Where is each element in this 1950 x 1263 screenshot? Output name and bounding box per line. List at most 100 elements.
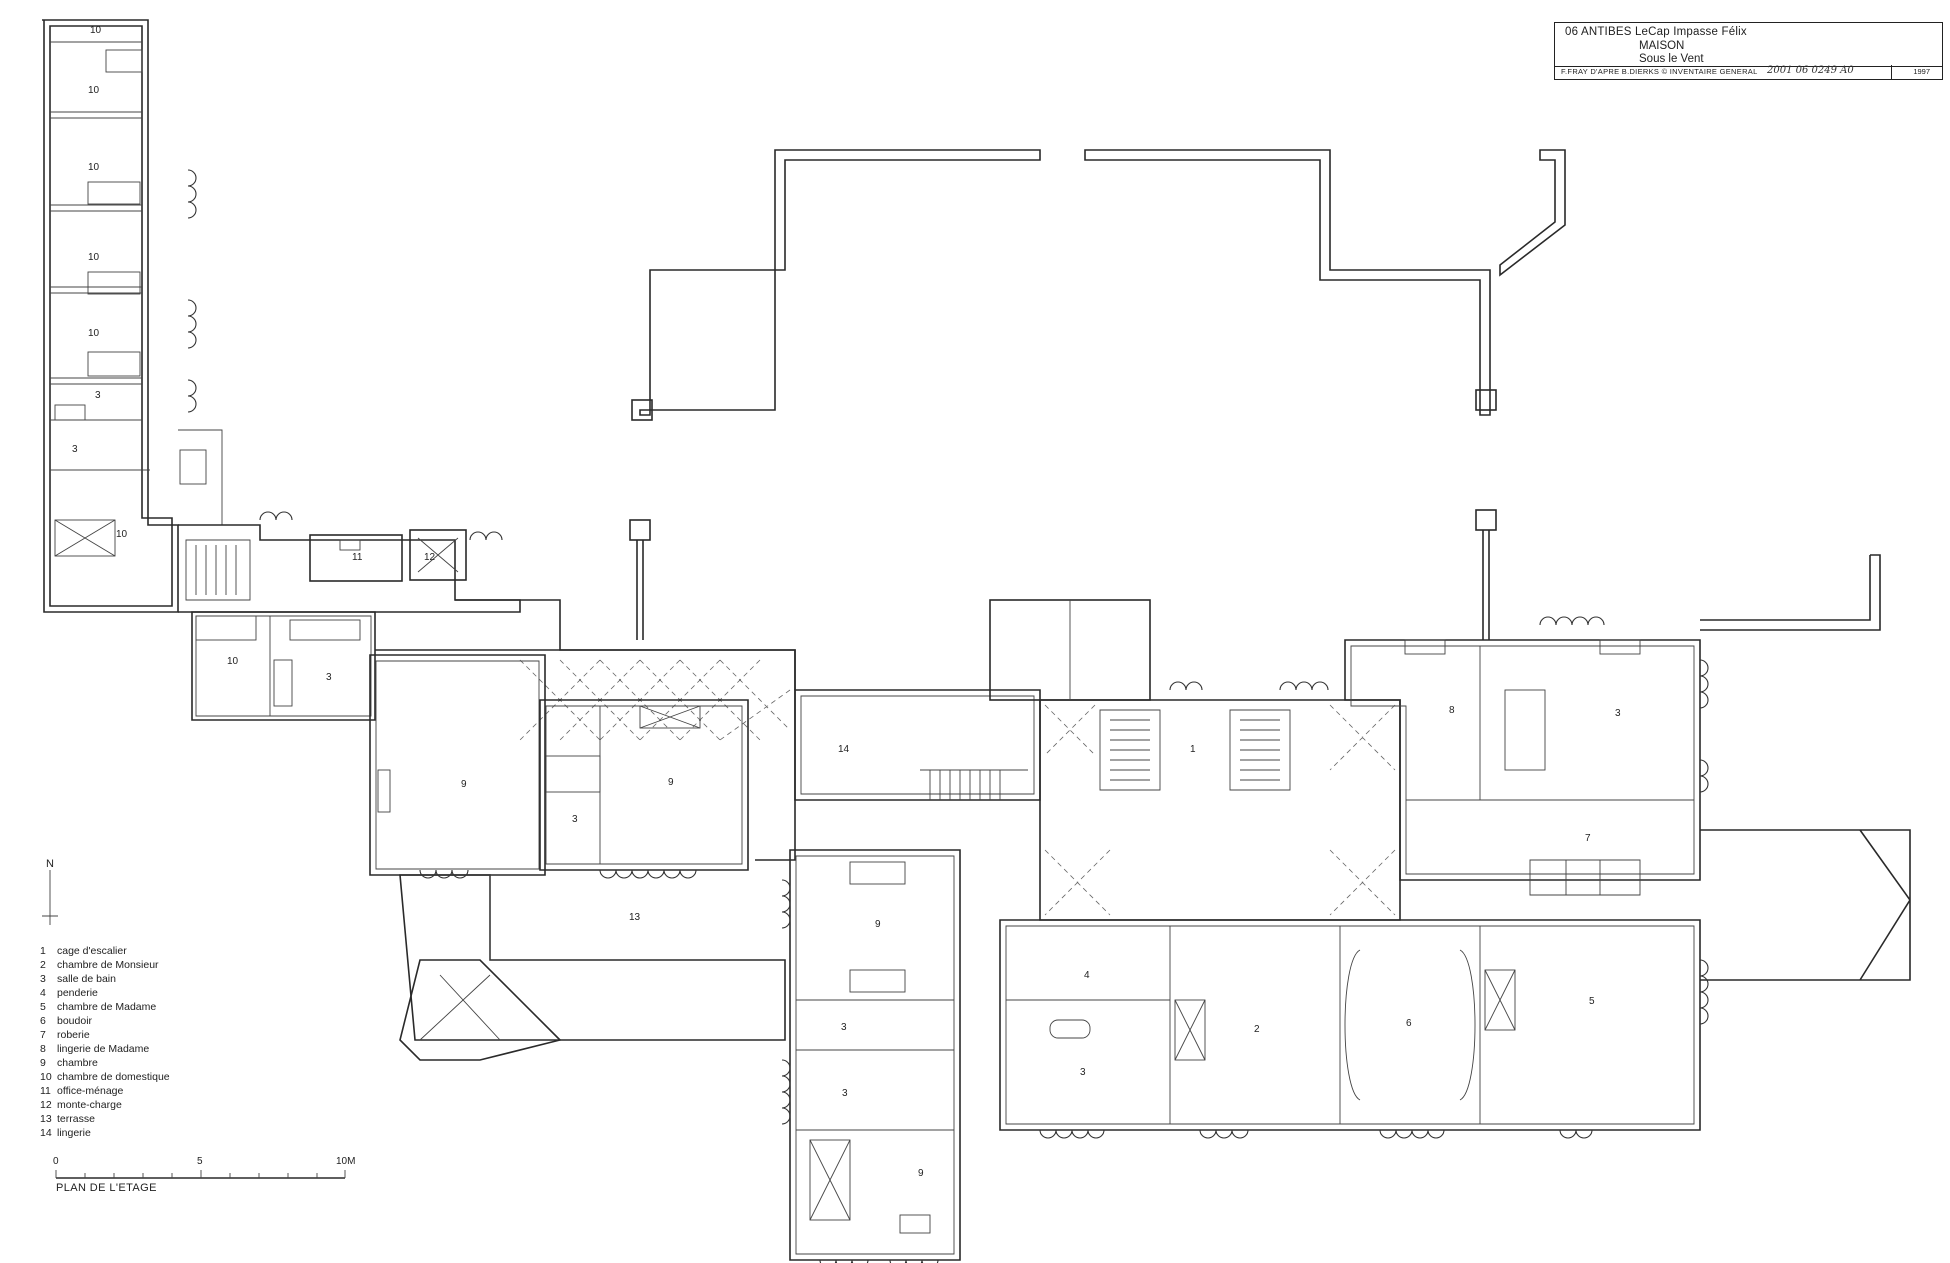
legend-number: 6 bbox=[40, 1015, 46, 1027]
title-line-3: Sous le Vent bbox=[1639, 53, 1704, 65]
west-bedrooms bbox=[369, 654, 749, 876]
legend-row: 9 chambre bbox=[40, 1056, 170, 1070]
scale-mid-label: 5 bbox=[197, 1156, 203, 1167]
year-label: 1997 bbox=[1913, 67, 1930, 76]
servant-wing bbox=[42, 19, 223, 613]
scale-bar bbox=[55, 1170, 346, 1179]
legend-row: 1 cage d'escalier bbox=[40, 944, 170, 958]
legend-row: 11 office-ménage bbox=[40, 1084, 170, 1098]
legend-row: 5 chambre de Madame bbox=[40, 1000, 170, 1014]
legend-row: 4 penderie bbox=[40, 986, 170, 1000]
legend-number: 12 bbox=[40, 1099, 52, 1111]
room-label: 3 bbox=[326, 672, 332, 683]
legend-label: cage d'escalier bbox=[57, 945, 127, 957]
room-label: 3 bbox=[1080, 1067, 1086, 1078]
reference-number: 2001 06 0249 A0 bbox=[1767, 65, 1854, 76]
room-label: 1 bbox=[1190, 744, 1196, 755]
room-label: 10 bbox=[116, 529, 128, 540]
room-label: 3 bbox=[572, 814, 578, 825]
plan-caption: PLAN DE L'ETAGE bbox=[56, 1182, 157, 1194]
title-line-2: MAISON bbox=[1639, 40, 1685, 52]
legend-number: 13 bbox=[40, 1113, 52, 1125]
legend-number: 3 bbox=[40, 973, 46, 985]
legend-label: lingerie bbox=[57, 1127, 91, 1139]
room-label: 3 bbox=[842, 1088, 848, 1099]
scale-zero-label: 0 bbox=[53, 1156, 59, 1167]
legend-number: 2 bbox=[40, 959, 46, 971]
room-label: 9 bbox=[918, 1168, 924, 1179]
legend-number: 4 bbox=[40, 987, 46, 999]
room-label: 2 bbox=[1254, 1024, 1260, 1035]
room-label: 7 bbox=[1585, 833, 1591, 844]
east-block bbox=[1344, 639, 1701, 896]
legend-number: 9 bbox=[40, 1057, 46, 1069]
legend-label: chambre de Madame bbox=[57, 1001, 157, 1013]
legend-label: lingerie de Madame bbox=[57, 1043, 150, 1055]
legend-label: boudoir bbox=[57, 1015, 93, 1027]
legend-label: roberie bbox=[57, 1029, 90, 1041]
room-label: 3 bbox=[72, 444, 78, 455]
room-label: 13 bbox=[629, 912, 641, 923]
legend-number: 7 bbox=[40, 1029, 46, 1041]
legend-row: 6 boudoir bbox=[40, 1014, 170, 1028]
legend-label: terrasse bbox=[57, 1113, 95, 1125]
room-label: 11 bbox=[352, 552, 363, 563]
terrace-13 bbox=[399, 874, 786, 1061]
legend-number: 8 bbox=[40, 1043, 46, 1055]
room-label: 10 bbox=[227, 656, 239, 667]
legend-row: 8 lingerie de Madame bbox=[40, 1042, 170, 1056]
legend-row: 13 terrasse bbox=[40, 1112, 170, 1126]
room-label: 10 bbox=[90, 25, 102, 36]
room-label: 6 bbox=[1406, 1018, 1412, 1029]
room-label: 10 bbox=[88, 85, 100, 96]
footer-divider bbox=[1891, 65, 1892, 79]
north-arrow: N bbox=[42, 858, 58, 925]
room-label: 9 bbox=[461, 779, 467, 790]
legend-row: 2 chambre de Monsieur bbox=[40, 958, 170, 972]
landscaping bbox=[187, 169, 1709, 1263]
room-label: 14 bbox=[838, 744, 850, 755]
service-link bbox=[178, 524, 796, 690]
room-label: 4 bbox=[1084, 970, 1090, 981]
room-label: 3 bbox=[95, 390, 101, 401]
room-label: 5 bbox=[1589, 996, 1595, 1007]
legend-label: chambre de domestique bbox=[57, 1071, 170, 1083]
legend-number: 11 bbox=[40, 1085, 51, 1097]
legend-row: 7 roberie bbox=[40, 1028, 170, 1042]
room-label: 9 bbox=[668, 777, 674, 788]
north-label: N bbox=[46, 858, 54, 870]
legend-label: chambre bbox=[57, 1057, 98, 1069]
gallery bbox=[375, 649, 796, 861]
title-line-1: 06 ANTIBES LeCap Impasse Félix bbox=[1565, 26, 1747, 38]
room-labels: 10 10 10 10 10 3 3 10 11 12 10 3 9 9 3 1… bbox=[72, 25, 1621, 1179]
legend-label: monte-charge bbox=[57, 1099, 122, 1111]
pergola-outline bbox=[629, 149, 1911, 981]
room-label: 8 bbox=[1449, 705, 1455, 716]
legend-label: chambre de Monsieur bbox=[57, 959, 159, 971]
title-block-footer: F.FRAY D'APRE B.DIERKS © INVENTAIRE GENE… bbox=[1555, 65, 1942, 79]
legend-row: 12 monte-charge bbox=[40, 1098, 170, 1112]
credit-line: F.FRAY D'APRE B.DIERKS © INVENTAIRE GENE… bbox=[1561, 67, 1758, 76]
room-label: 3 bbox=[841, 1022, 847, 1033]
legend-number: 14 bbox=[40, 1127, 52, 1139]
service-block bbox=[191, 611, 376, 721]
room-label: 3 bbox=[1615, 708, 1621, 719]
legend-label: penderie bbox=[57, 987, 98, 999]
title-block: 06 ANTIBES LeCap Impasse Félix MAISON So… bbox=[1554, 22, 1943, 80]
room-label: 12 bbox=[424, 552, 436, 563]
legend-label: salle de bain bbox=[57, 973, 116, 985]
room-label: 9 bbox=[875, 919, 881, 930]
title-block-header: 06 ANTIBES LeCap Impasse Félix MAISON So… bbox=[1555, 23, 1942, 67]
room-label: 10 bbox=[88, 328, 100, 339]
legend-row: 14 lingerie bbox=[40, 1126, 170, 1140]
central-block bbox=[794, 599, 1401, 921]
room-label: 10 bbox=[88, 252, 100, 263]
legend-number: 5 bbox=[40, 1001, 46, 1013]
legend-row: 3 salle de bain bbox=[40, 972, 170, 986]
legend-number: 1 bbox=[40, 945, 46, 957]
south-suite bbox=[789, 849, 1701, 1261]
legend-label: office-ménage bbox=[57, 1085, 124, 1097]
